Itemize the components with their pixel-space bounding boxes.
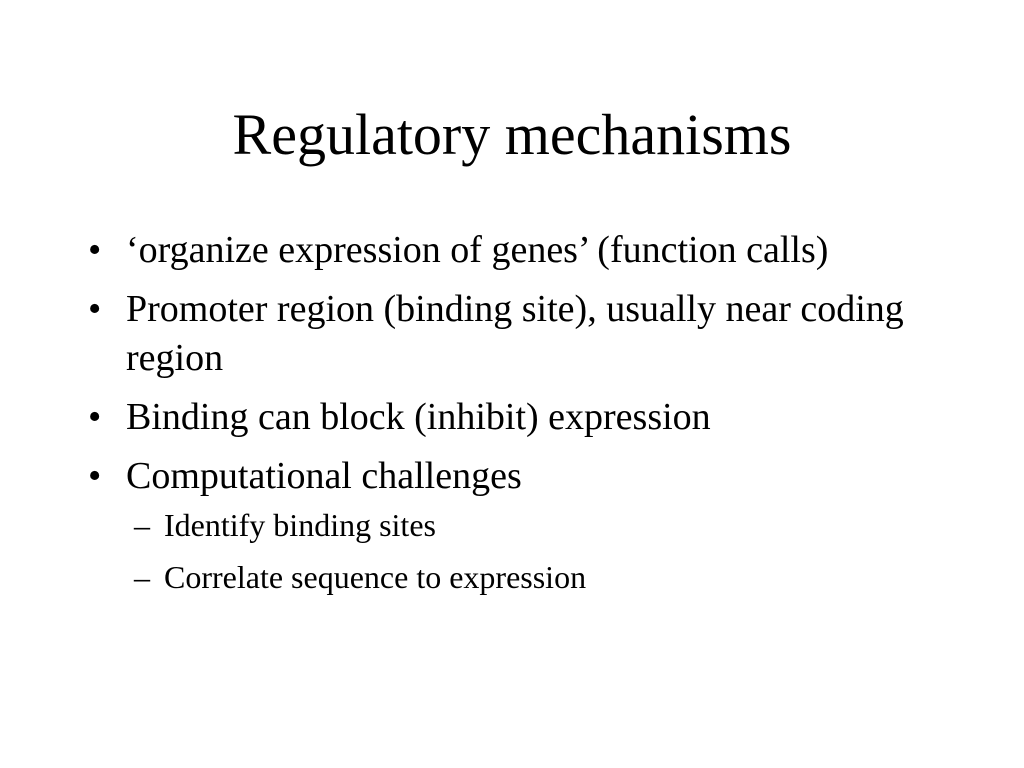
sub-bullet-text: Identify binding sites	[164, 507, 436, 543]
slide-title: Regulatory mechanisms	[232, 102, 792, 167]
bullet-marker: •	[88, 288, 102, 330]
bullet-text: Promoter region (binding site), usually …	[126, 288, 904, 379]
bullet-item: • ‘organize expression of genes’ (functi…	[88, 226, 968, 275]
bullet-marker: •	[88, 396, 102, 438]
bullet-item: • Binding can block (inhibit) expression	[88, 393, 968, 442]
bullet-marker: •	[88, 455, 102, 497]
sub-bullet-list: – Identify binding sites – Correlate seq…	[126, 505, 968, 597]
bullet-item: • Promoter region (binding site), usuall…	[88, 285, 968, 383]
sub-bullet-marker: –	[134, 507, 150, 543]
bullet-list: • ‘organize expression of genes’ (functi…	[88, 226, 968, 609]
sub-bullet-text: Correlate sequence to expression	[164, 559, 587, 595]
sub-bullet-marker: –	[134, 559, 150, 595]
sub-bullet-item: – Identify binding sites	[134, 505, 968, 545]
bullet-text: Binding can block (inhibit) expression	[126, 396, 711, 438]
bullet-text: ‘organize expression of genes’ (function…	[126, 229, 829, 271]
bullet-marker: •	[88, 229, 102, 271]
bullet-text: Computational challenges	[126, 455, 522, 497]
sub-bullet-item: – Correlate sequence to expression	[134, 557, 968, 597]
bullet-item: • Computational challenges – Identify bi…	[88, 452, 968, 597]
